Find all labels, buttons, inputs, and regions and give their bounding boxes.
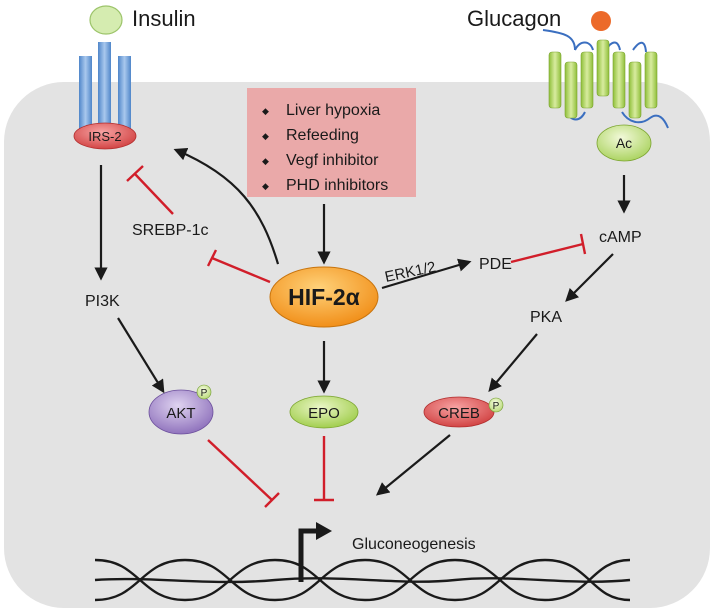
arrow-pka-to-creb (488, 333, 538, 393)
ac-node: Ac (596, 124, 652, 162)
phospho-label: P (201, 388, 208, 399)
epo-label: EPO (308, 405, 340, 422)
cell-body (4, 82, 710, 608)
stimulus-item: Vegf inhibitor (286, 152, 379, 169)
stimuli-box: ◆ ◆ ◆ ◆ Liver hypoxia Refeeding Vegf inh… (247, 88, 416, 197)
arrow-pi3k-to-akt (117, 317, 165, 394)
glucagon-ligand (591, 11, 611, 31)
creb-node: CREB P (423, 396, 504, 428)
pde-label: PDE (479, 256, 512, 273)
inhibit-akt-to-gluconeogenesis (207, 439, 273, 501)
phospho-badge (196, 384, 212, 400)
camp-label: cAMP (599, 229, 642, 246)
gluconeogenesis-label: Gluconeogenesis (352, 536, 476, 553)
arrow-hif-to-pde (381, 258, 472, 290)
svg-text:◆: ◆ (262, 181, 269, 191)
hif2a-label: HIF-2α (288, 284, 360, 310)
insulin-label: Insulin (132, 6, 196, 31)
phospho-badge (488, 397, 504, 413)
svg-text:◆: ◆ (262, 156, 269, 166)
irs2-label: IRS-2 (88, 129, 121, 144)
transcription-start-arrow (298, 522, 332, 582)
irs2-node: IRS-2 (73, 122, 137, 150)
inhibit-pde-to-camp (510, 242, 584, 264)
akt-label: AKT (166, 405, 195, 422)
phospho-label: P (493, 401, 500, 412)
insulin-receptor (79, 42, 131, 132)
stimulus-item: Liver hypoxia (286, 102, 380, 119)
glucagon-receptor (542, 29, 669, 129)
stimulus-item: PHD inhibitors (286, 177, 388, 194)
svg-text:◆: ◆ (262, 131, 269, 141)
creb-label: CREB (438, 405, 480, 422)
akt-node: AKT P (148, 384, 214, 435)
inhibit-hif-to-srebp (211, 256, 271, 284)
epo-node: EPO (289, 395, 359, 429)
arrow-hif-to-irs2 (173, 148, 280, 265)
pi3k-label: PI3K (85, 293, 120, 310)
ac-label: Ac (616, 135, 632, 151)
insulin-ligand (89, 5, 123, 35)
svg-text:◆: ◆ (262, 106, 269, 116)
arrow-camp-to-pka (565, 253, 614, 302)
pka-label: PKA (530, 309, 562, 326)
glucagon-label: Glucagon (467, 6, 561, 31)
stimulus-item: Refeeding (286, 127, 359, 144)
srebp1c-label: SREBP-1c (132, 222, 208, 239)
dna-strand (94, 558, 631, 602)
hif2a-node: HIF-2α (269, 266, 379, 328)
arrow-creb-to-gluconeogenesis (375, 434, 451, 496)
inhibit-srebp-to-irs2 (134, 173, 174, 215)
